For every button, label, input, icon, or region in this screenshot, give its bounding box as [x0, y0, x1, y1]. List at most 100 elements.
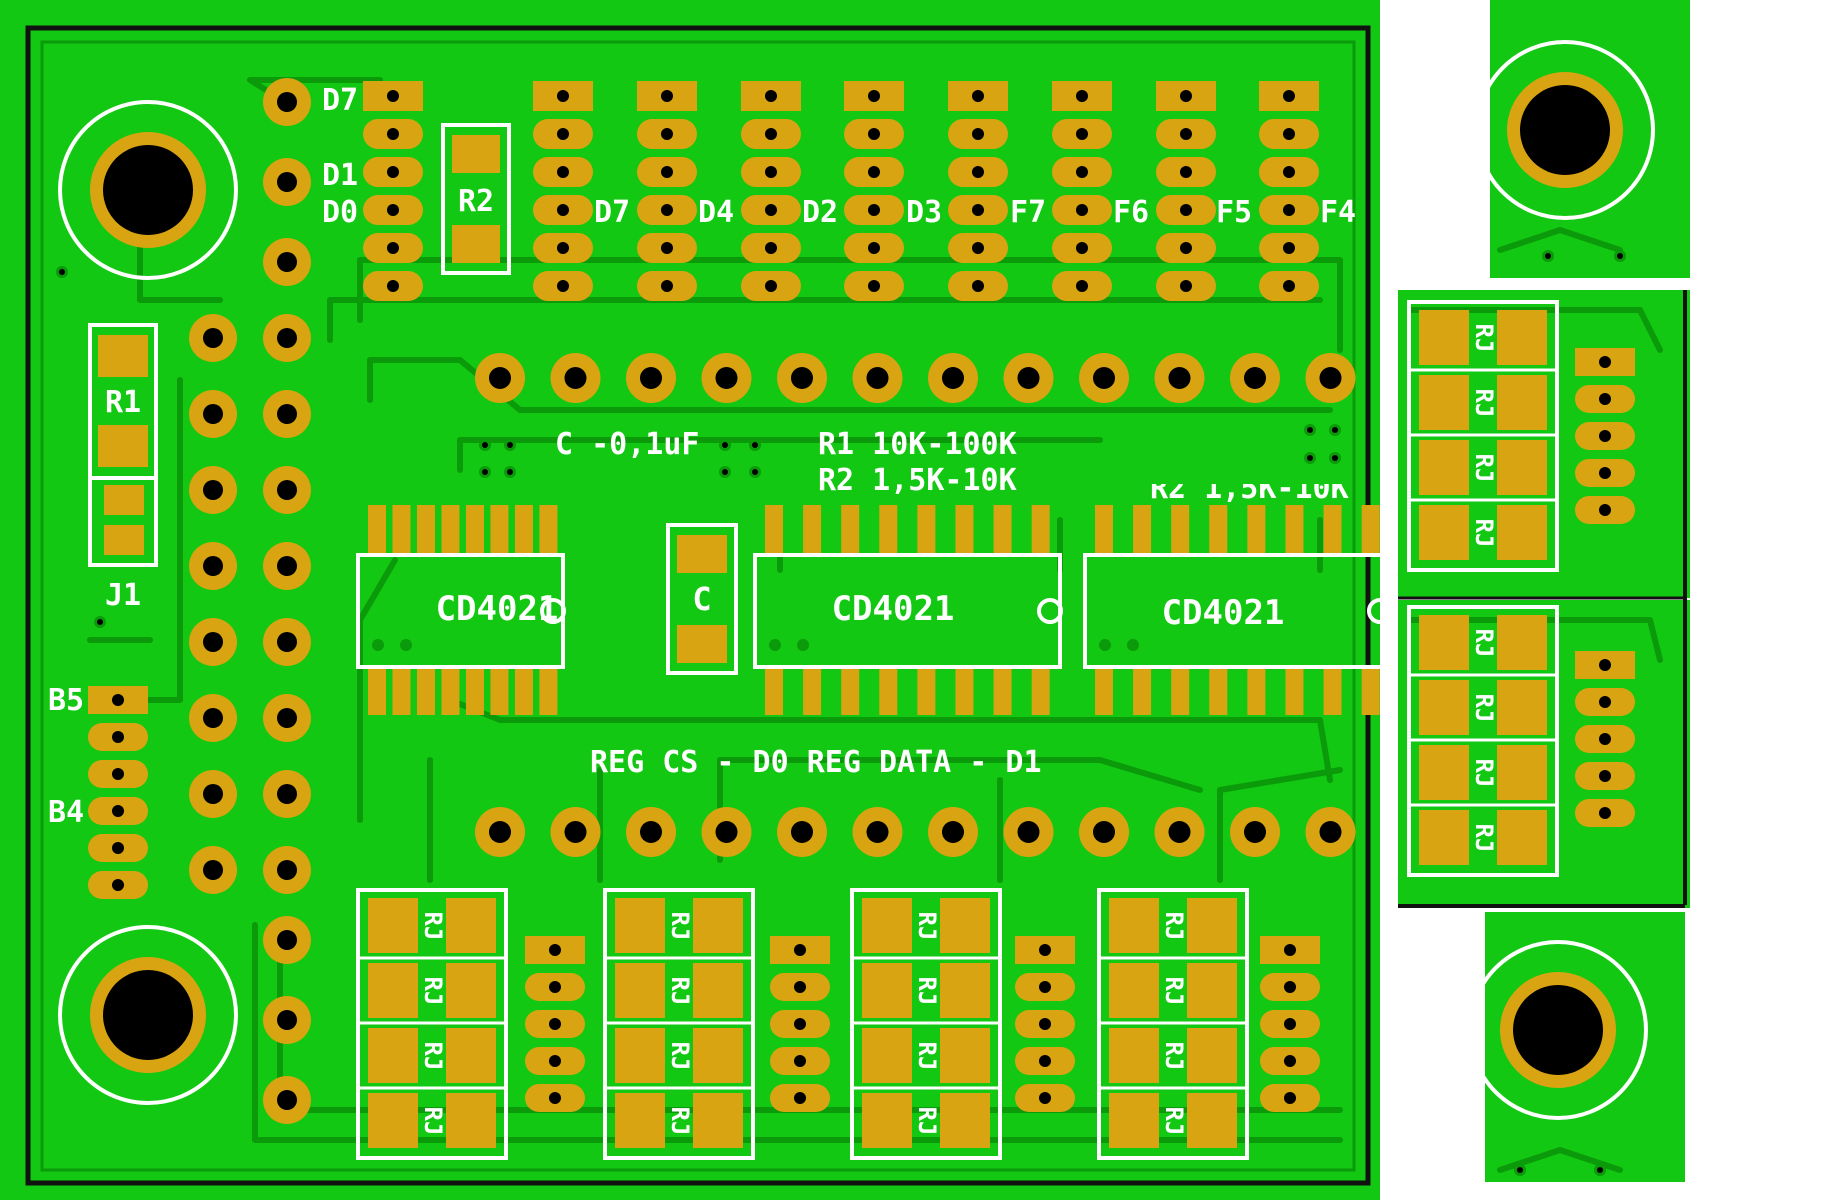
lower-row-pin-12-hole [1319, 821, 1342, 843]
label-d7-left: D7 [322, 83, 358, 118]
oval-header-9-pad-6-hole [1283, 280, 1295, 292]
oval-header-1-pad-6-hole [387, 280, 399, 292]
r1-resistor [88, 323, 158, 567]
ic-3-top-pad-6 [1285, 505, 1304, 555]
bottom-header-3-pad-2-hole [1039, 981, 1051, 993]
ic-1-bottom-pad-6 [490, 665, 509, 715]
fragment-resnet-2-label-2: RJ [1470, 694, 1498, 723]
header-left-pin-8-hole [203, 860, 223, 880]
fragment-resnet-2-pad-r-4 [1497, 810, 1547, 865]
bottom-header-4-pad-1-hole [1284, 944, 1296, 956]
upper-row-pin-2-hole [564, 367, 587, 389]
lower-row-pin-9-hole [1093, 821, 1115, 843]
fragment-resnet-2-label-1: RJ [1470, 629, 1498, 658]
fragment-resnet-1-pad-l-4 [1419, 505, 1469, 560]
header-left-pin-7-hole [203, 784, 223, 804]
upper-row-pin-7-hole [942, 367, 964, 389]
ic-3-top-pad-3 [1171, 505, 1190, 555]
col-label-2: D4 [698, 195, 734, 230]
oval-header-6-pad-1-hole [972, 90, 984, 102]
bottom-resnet-4-label-3: RJ [1160, 1042, 1188, 1071]
double-pin-header [189, 314, 311, 894]
via-hole-11 [1307, 455, 1313, 461]
bottom-resnet-2-label-1: RJ [666, 912, 694, 941]
oval-header-9-pad-1-hole [1283, 90, 1295, 102]
ic-1-bottom-pad-4 [441, 665, 460, 715]
col-label-4: D3 [906, 195, 942, 230]
bottom-resnet-4-pad-l-2 [1109, 963, 1159, 1018]
ic-2-top-pad-7 [993, 505, 1012, 555]
fragment-resnet-2-pad-l-1 [1419, 615, 1469, 670]
via-hole-9 [1307, 427, 1313, 433]
oval-header-2-pad-5-hole [557, 242, 569, 254]
header-right-pin-1-hole [277, 328, 297, 348]
ic2-label: CD4021 [832, 589, 955, 629]
via-hole-14 [97, 619, 103, 625]
oval-header-5-pad-2-hole [868, 128, 880, 140]
ic-2-bottom-pad-1 [765, 665, 783, 715]
bottom-resnet-1-label-3: RJ [419, 1042, 447, 1071]
bottom-header-3-pad-3-hole [1039, 1018, 1051, 1030]
bottom-resnet-4-pad-r-3 [1187, 1028, 1237, 1083]
upper-row-pin-10-hole [1168, 367, 1191, 389]
ic-1-bottom-pad-3 [416, 665, 435, 715]
oval-header-2-pad-1-hole [557, 90, 569, 102]
fragment-resnet-2-label-3: RJ [1470, 759, 1498, 788]
oval-header-1-pad-2-hole [387, 128, 399, 140]
bottom-resnet-2-pad-r-4 [693, 1093, 743, 1148]
oval-header-6-pad-3-hole [972, 166, 984, 178]
fragment-header-2-pad-2-hole [1599, 696, 1611, 708]
upper-row-pin-9-hole [1093, 367, 1115, 389]
bottom-resnet-3-pad-l-3 [862, 1028, 912, 1083]
mount-hole-bottom-right [1468, 940, 1648, 1120]
ic-footprints [356, 505, 1393, 715]
bottom-resnet-1-pad-r-4 [446, 1093, 496, 1148]
left-pin-2-hole [277, 172, 297, 192]
ic1-label: CD4021 [436, 589, 559, 629]
ic-1-top-pad-2 [392, 505, 411, 555]
via-hole-2 [507, 442, 513, 448]
ic-3-bottom-pad-8 [1361, 665, 1380, 715]
ic-1-top-pad-6 [490, 505, 509, 555]
ic-2-bottom-pad-2 [803, 665, 822, 715]
fragment-resnet-2-pad-l-3 [1419, 745, 1469, 800]
oval-header-4-pad-1-hole [765, 90, 777, 102]
bottom-resnet-2-pad-l-4 [615, 1093, 665, 1148]
upper-row-pin-4-hole [715, 367, 738, 389]
upper-row-pin-5-hole [791, 367, 813, 389]
bottom-resnet-2-pad-l-1 [615, 898, 665, 953]
oval-header-8-pad-1-hole [1180, 90, 1192, 102]
lower-row-pin-6-hole [866, 821, 889, 843]
note-r2-clipped: R2 1,5K-10K [1150, 471, 1349, 506]
via-hole-7 [722, 469, 728, 475]
lower-row-pin-1-hole [489, 821, 511, 843]
bottom-resnet-3-pad-l-1 [862, 898, 912, 953]
via-hole-6 [752, 442, 758, 448]
bottom-resnet-2-pad-l-2 [615, 963, 665, 1018]
ic-2-bottom-pad-6 [955, 665, 974, 715]
ic-2-bottom-pad-8 [1031, 665, 1050, 715]
bottom-header-2-pad-5-hole [794, 1092, 806, 1104]
ic-2-bottom-pad-5 [917, 665, 936, 715]
bottom-header-1-pad-2-hole [549, 981, 561, 993]
mount-hole-top-right [1475, 40, 1655, 220]
via-hole-10 [1332, 427, 1338, 433]
bottom-resnet-3-pad-r-2 [940, 963, 990, 1018]
bottom-header-4-pad-5-hole [1284, 1092, 1296, 1104]
oval-header-6-pad-4-hole [972, 204, 984, 216]
mount-hole-top-left [58, 100, 238, 280]
bottom-resnet-4-pad-l-4 [1109, 1093, 1159, 1148]
fragment-resnet-2-pad-r-3 [1497, 745, 1547, 800]
bottom-header-1-pad-1-hole [549, 944, 561, 956]
upper-row-pin-1-hole [489, 367, 511, 389]
lower-row-pin-3-hole [640, 821, 662, 843]
header-right-pin-3-hole [277, 480, 297, 500]
fragment-resnet-2-pad-l-4 [1419, 810, 1469, 865]
oval-header-7-pad-5-hole [1076, 242, 1088, 254]
lower-row-pin-4-hole [715, 821, 738, 843]
via-hole-8 [752, 469, 758, 475]
upper-row-pin-3-hole [640, 367, 662, 389]
oval-header-7-pad-1-hole [1076, 90, 1088, 102]
ic-3-top-pad-1 [1095, 505, 1113, 555]
